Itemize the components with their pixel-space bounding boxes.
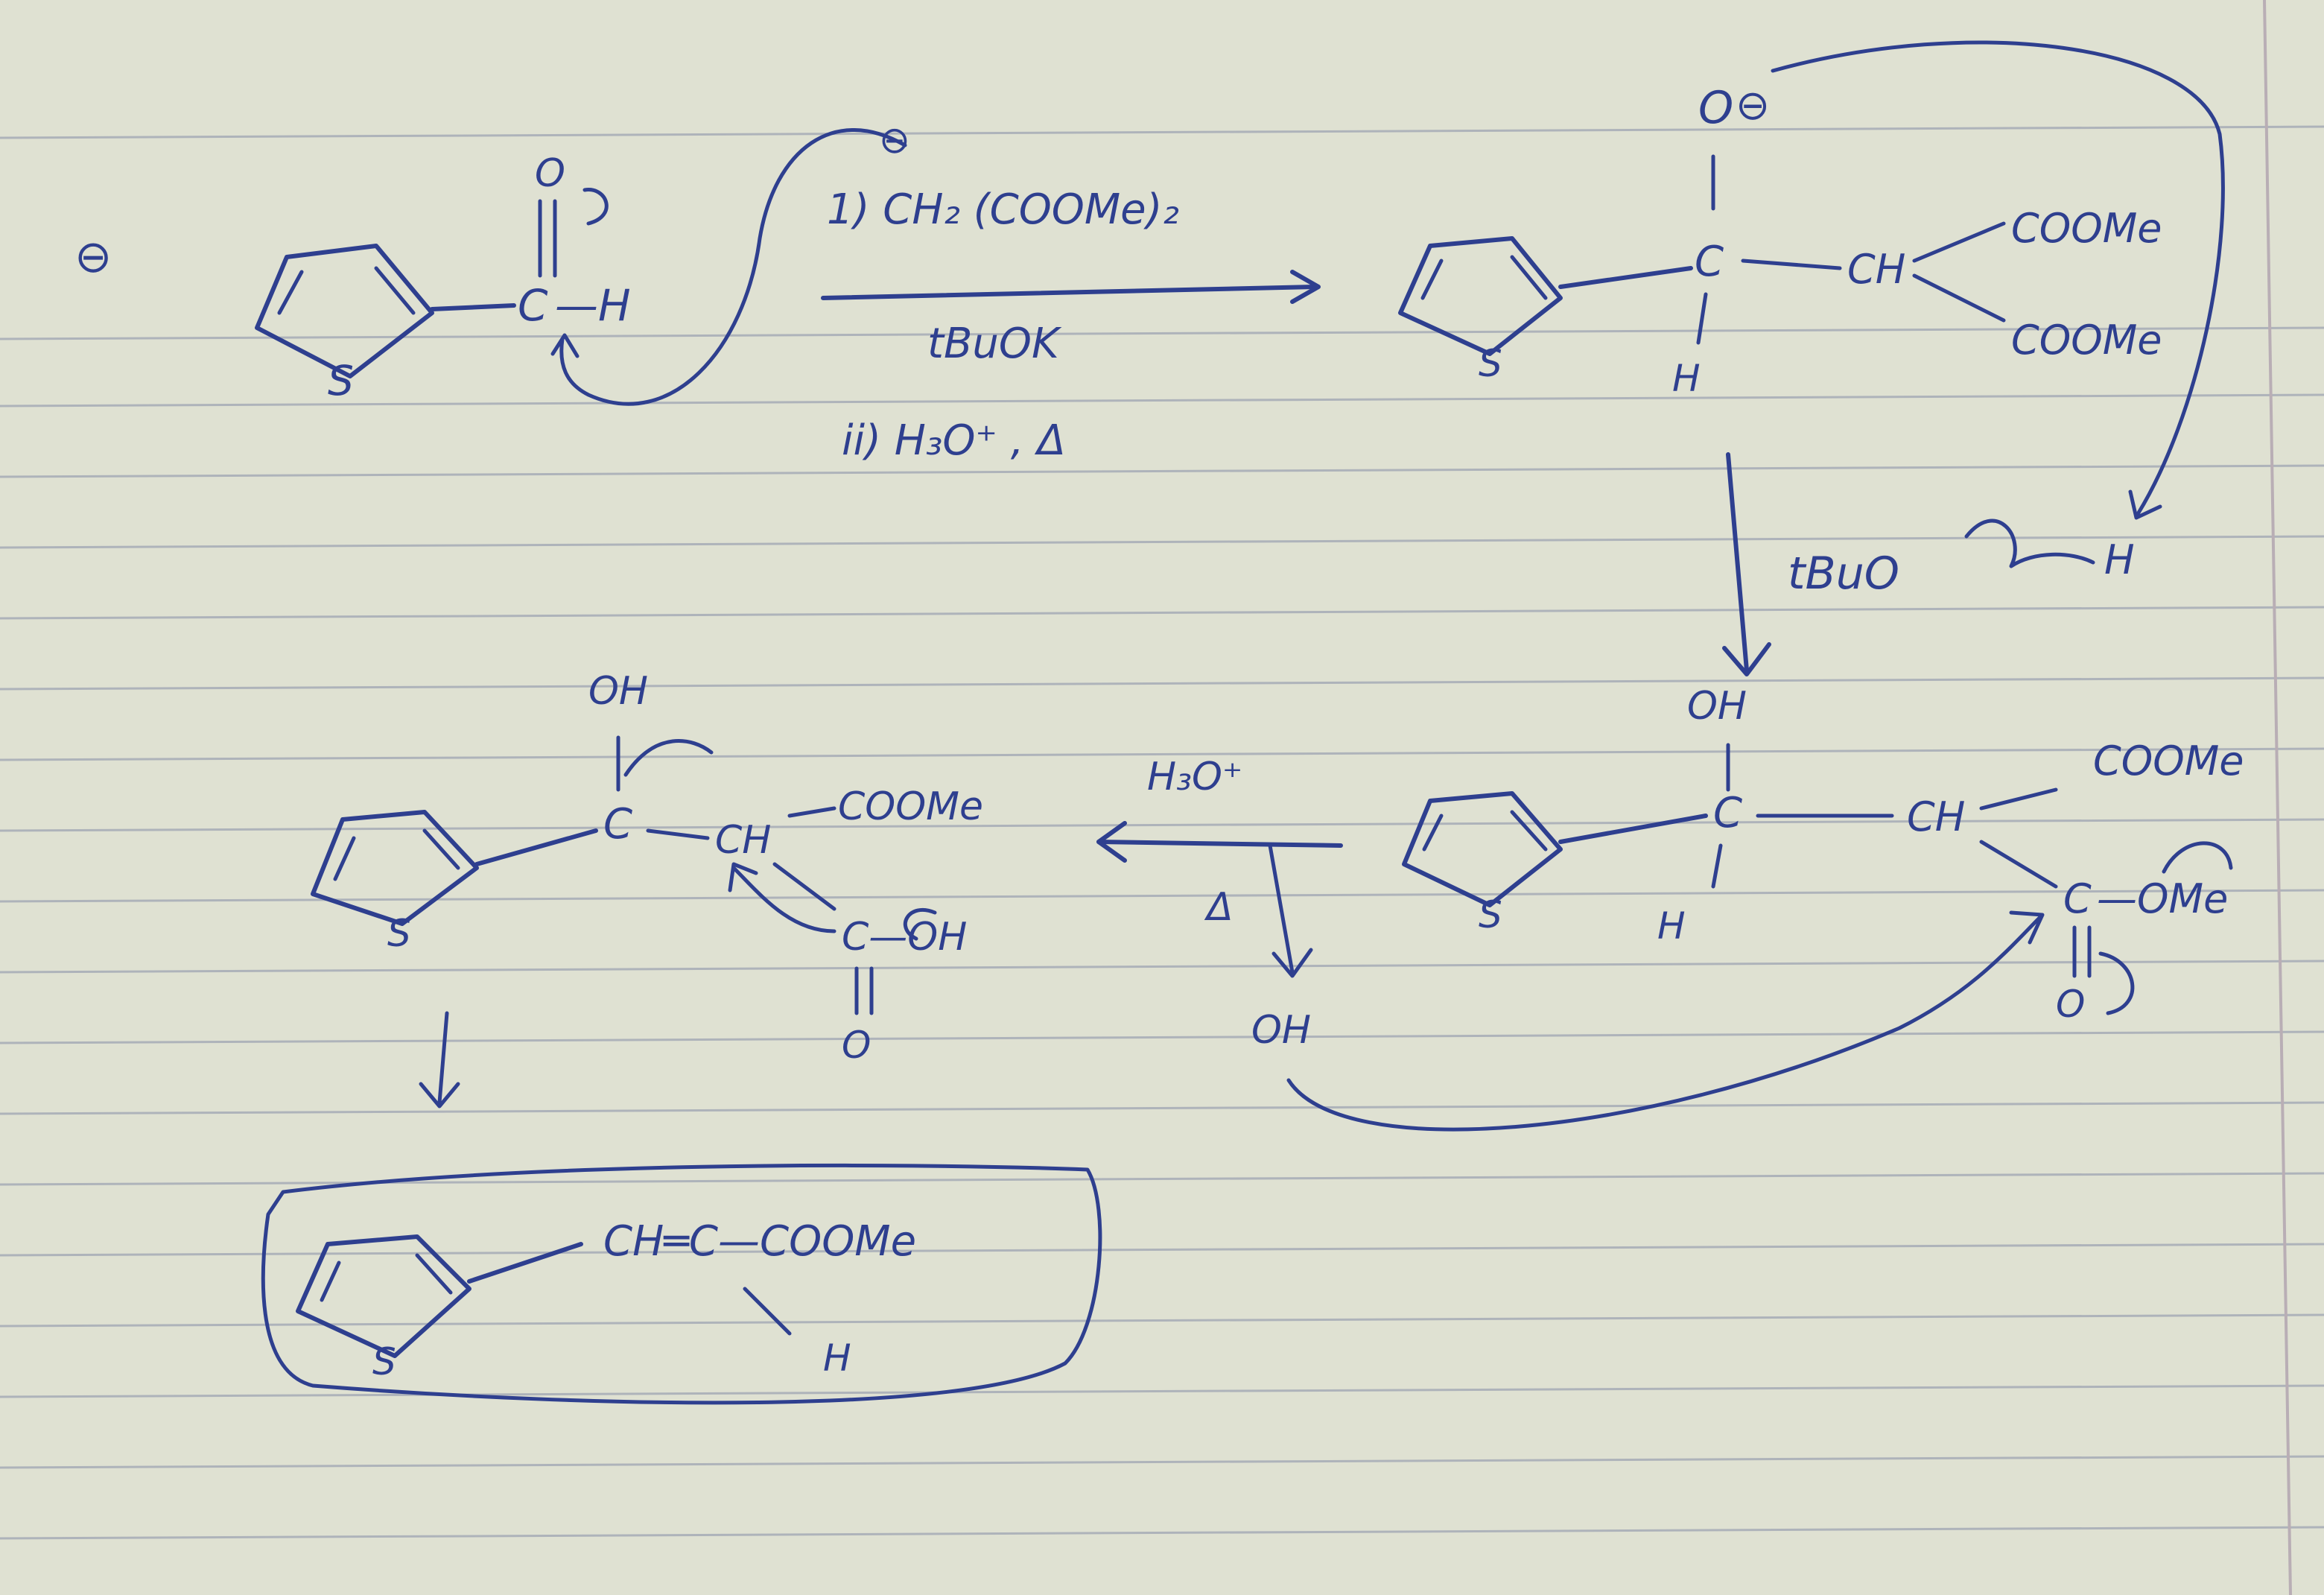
mechanism-arrow-attack bbox=[559, 127, 907, 406]
ring-sulfur-3: S bbox=[1479, 893, 1502, 936]
intermediate-acid-ester: OH S C CH COOMe C—OH O bbox=[311, 669, 983, 1109]
reaction-arrow-1 bbox=[821, 285, 1317, 300]
alpha-ch: CH bbox=[715, 818, 771, 863]
ring-sulfur-4: S bbox=[387, 912, 411, 955]
thiophene-ring-3: S bbox=[1402, 791, 1563, 936]
ring-sulfur-5: S bbox=[372, 1340, 396, 1383]
ester-4: COOMe bbox=[838, 784, 983, 829]
aldehyde-hydrogen: —H bbox=[555, 280, 631, 331]
mechanism-arrow-proton bbox=[1771, 40, 2225, 516]
mechanism-arrow-oh-attack bbox=[1286, 914, 2043, 1132]
thiophene-ring: S bbox=[255, 244, 434, 405]
intermediate-alcohol-diester: OH S C H CH COOMe C —OMe O bbox=[1402, 684, 2244, 1026]
ester-ome: —OMe bbox=[2097, 875, 2228, 922]
charge-minus: ⊖ bbox=[74, 231, 112, 283]
ring-sulfur: S bbox=[328, 357, 354, 405]
acid-carbonyl-o: O bbox=[842, 1024, 871, 1067]
reaction-arrow-3 bbox=[1096, 840, 1343, 848]
reagent-h3o: H₃O⁺ bbox=[1147, 755, 1242, 799]
thiophene-ring-5: S bbox=[296, 1234, 472, 1383]
ester-1: COOMe bbox=[2011, 205, 2162, 252]
ester-3a: COOMe bbox=[2093, 738, 2244, 784]
intermediate-alkoxide: O ⊖ S C H CH COOMe COOMe bbox=[1398, 40, 2225, 520]
deprotonation-step: tBuO H bbox=[1722, 452, 2135, 676]
alkoxide-oxygen: O bbox=[1698, 82, 1733, 134]
hydrolysis-step: H₃O⁺ Δ OH bbox=[1096, 755, 2045, 1132]
thiophene-ring-2: S bbox=[1398, 236, 1563, 385]
thiophene-ring-4: S bbox=[311, 810, 479, 955]
ester-carbon: C bbox=[2063, 875, 2092, 922]
margin-line bbox=[2263, 0, 2292, 1595]
carbinol-hydrogen: H bbox=[1672, 357, 1701, 400]
carbonyl-oxygen: O bbox=[535, 151, 565, 196]
carbinol-carbon-3: C bbox=[1713, 789, 1742, 837]
reactant-thiophene-aldehyde: ⊖ S C —H O bbox=[74, 127, 907, 406]
carbinol-carbon: C bbox=[1695, 238, 1724, 286]
carbinol-hydrogen-3: H bbox=[1657, 904, 1686, 948]
reagent-tbuo: tBuO bbox=[1788, 548, 1899, 600]
hydroxide: OH bbox=[1251, 1008, 1311, 1053]
alcohol-oh: OH bbox=[1687, 684, 1747, 729]
malonate-ch-3: CH bbox=[1907, 793, 1965, 840]
proton-h: H bbox=[2104, 536, 2135, 583]
ring-sulfur-2: S bbox=[1479, 342, 1502, 385]
vinyl-hydrogen: H bbox=[823, 1336, 851, 1380]
carbonyl-carbon: C bbox=[518, 280, 548, 331]
alcohol-oh-4: OH bbox=[588, 669, 648, 714]
final-product: S CH═C—COOMe H bbox=[261, 1163, 1102, 1405]
alkoxide-charge: ⊖ bbox=[1736, 81, 1770, 129]
product-chain: CH═C—COOMe bbox=[603, 1217, 916, 1266]
reagent-base: tBuOK bbox=[927, 320, 1062, 368]
ester-2: COOMe bbox=[2011, 317, 2162, 364]
reagents-step1: ⊖ 1) CH₂ (COOMe)₂ tBuOK ii) H₃O⁺ , Δ bbox=[821, 118, 1321, 465]
malonate-charge: ⊖ bbox=[879, 118, 910, 162]
carbinol-carbon-4: C bbox=[603, 800, 632, 849]
reagent-malonate: 1) CH₂ (COOMe)₂ bbox=[827, 185, 1179, 234]
product-box bbox=[261, 1163, 1102, 1405]
ester-carbonyl-o: O bbox=[2056, 983, 2085, 1026]
reaction-arrow-2 bbox=[1726, 452, 1749, 673]
malonate-ch: CH bbox=[1847, 246, 1905, 293]
reagent-heat: Δ bbox=[1204, 885, 1234, 930]
ruled-lines bbox=[0, 125, 2324, 1540]
reagent-acid-heat: ii) H₃O⁺ , Δ bbox=[842, 416, 1066, 465]
